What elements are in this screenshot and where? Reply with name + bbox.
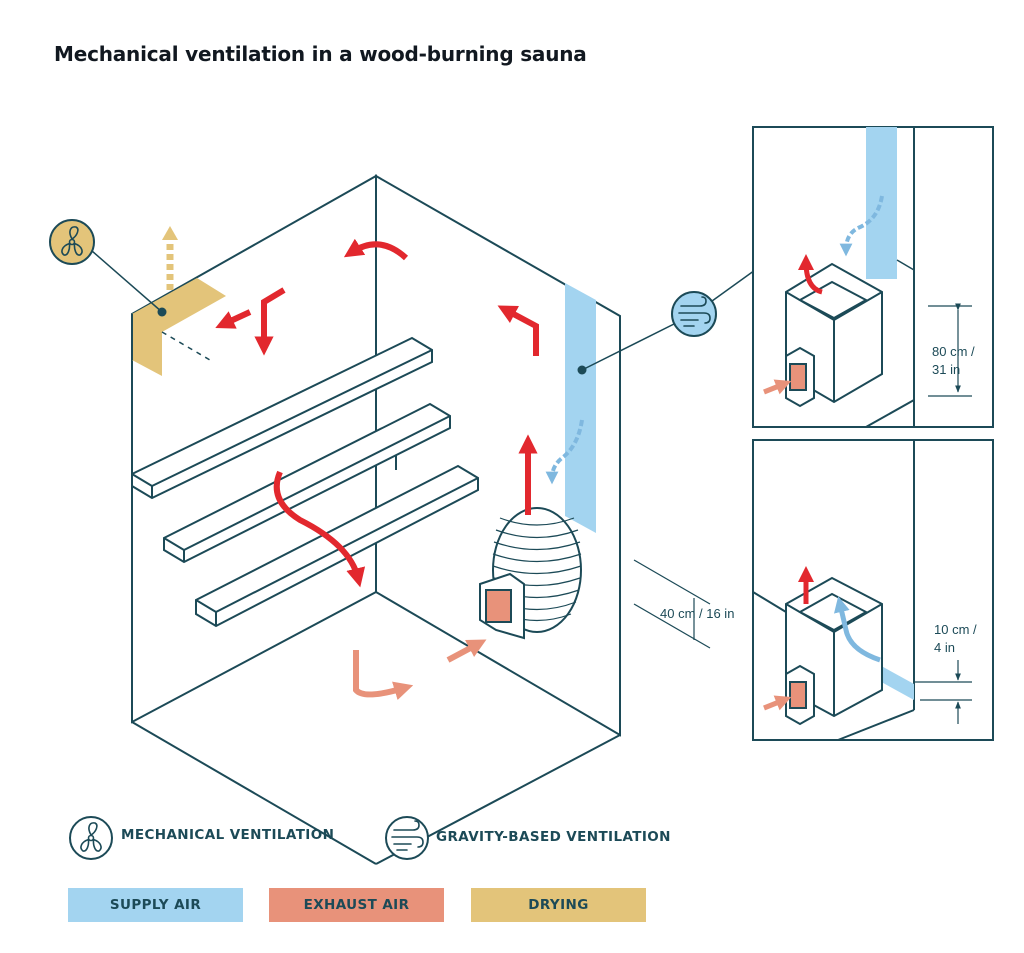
drying-arrow [162,226,178,290]
hot-air-arrows [215,238,539,588]
legend-drying-label: DRYING [528,897,589,913]
legend-exhaust-air-label: EXHAUST AIR [303,897,410,913]
supply-air-arrow [545,419,584,485]
inset-bottom [752,439,994,741]
dimension-label-heater: 40 cm / 16 in [660,606,734,621]
supply-air-duct [565,283,596,533]
legend-mechanical-label: MECHANICAL VENTILATION [121,827,335,843]
legend-gravity-label: GRAVITY-BASED VENTILATION [436,829,671,845]
exhaust-air-arrows [353,639,487,700]
drying-vent [131,278,226,376]
legend-drying: DRYING [471,888,646,922]
dimension-label-inset-bottom-1: 10 cm / [934,622,977,637]
legend-exhaust-air: EXHAUST AIR [269,888,444,922]
fan-icon [49,219,167,317]
page-title: Mechanical ventilation in a wood-burning… [54,42,587,66]
stove [479,507,582,640]
dimension-heater-clearance [633,559,711,649]
legend-fan-icon [69,816,113,860]
dimension-label-inset-top-1: 80 cm / [932,344,975,359]
dimension-label-inset-top-2: 31 in [932,362,960,377]
dimension-label-inset-bottom-2: 4 in [934,640,955,655]
inset-top [752,126,994,428]
legend-supply-air: SUPPLY AIR [68,888,243,922]
legend-wind-icon [385,816,429,860]
legend-supply-air-label: SUPPLY AIR [109,897,202,913]
